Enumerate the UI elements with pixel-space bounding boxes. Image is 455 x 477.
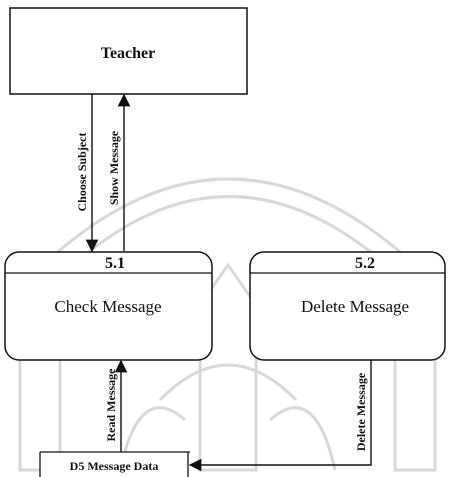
process-5-1: 5.1 Check Message — [4, 251, 213, 361]
flow-choose-subject: Choose Subject — [75, 94, 99, 253]
process-5-1-name: Check Message — [54, 297, 161, 316]
flow-label-choose-subject: Choose Subject — [75, 132, 89, 211]
flow-label-show-message: Show Message — [107, 130, 121, 205]
flow-show-message: Show Message — [107, 93, 131, 251]
flow-label-read-message: Read Message — [104, 368, 118, 442]
external-entity-teacher: Teacher — [9, 7, 248, 95]
process-5-1-id: 5.1 — [105, 255, 125, 272]
process-5-2: 5.2 Delete Message — [249, 251, 446, 361]
data-store-label: D5 Message Data — [70, 459, 159, 473]
process-5-2-name: Delete Message — [301, 297, 409, 316]
data-store-d5: D5 Message Data — [39, 451, 190, 477]
process-5-2-id: 5.2 — [355, 255, 375, 272]
teacher-label: Teacher — [101, 45, 156, 62]
flow-label-delete-message: Delete Message — [354, 372, 368, 451]
flow-read-message: Read Message — [104, 359, 128, 452]
flow-delete-message: Delete Message — [188, 360, 372, 472]
